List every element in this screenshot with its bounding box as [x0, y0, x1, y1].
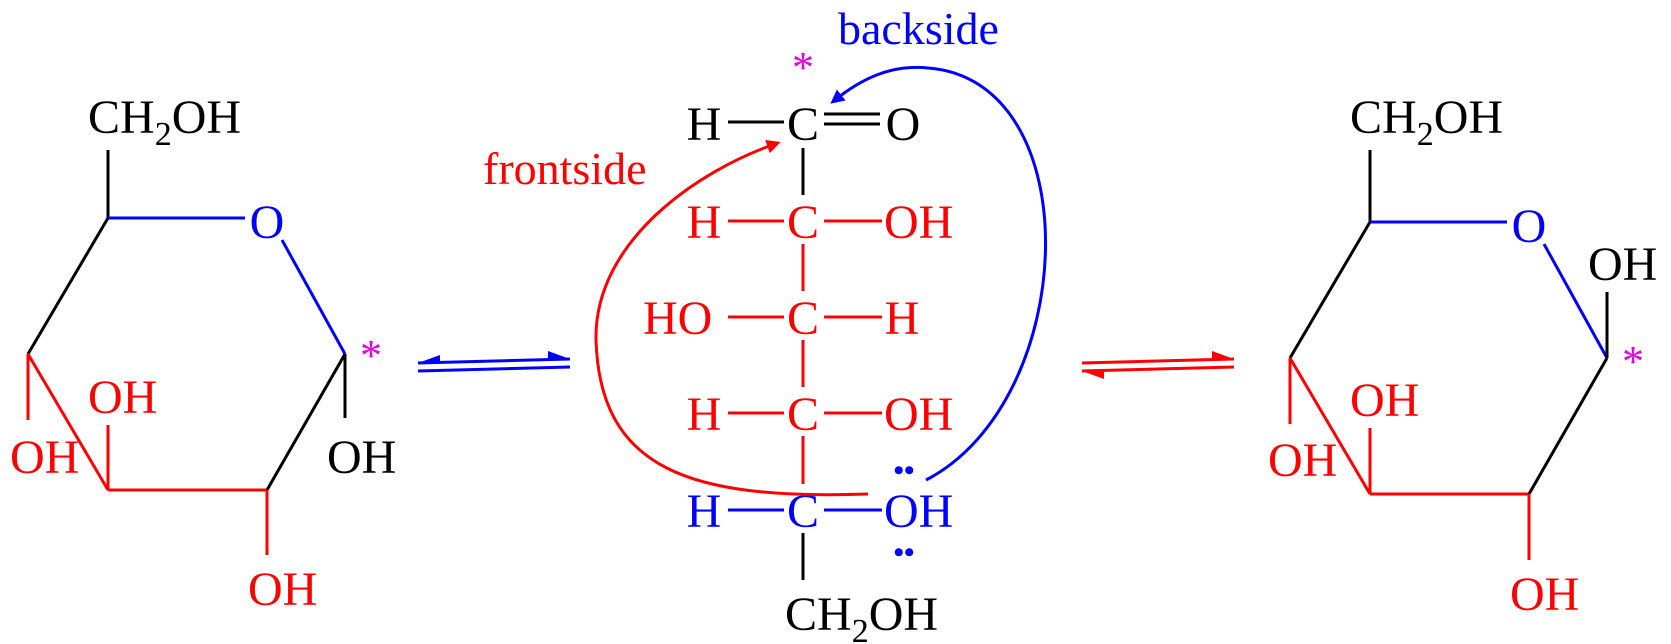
right-arrow-bottom	[1081, 357, 1235, 365]
chain-anomeric-asterisk: *	[792, 43, 814, 92]
c5-oh-lone-pair-top: ••	[893, 454, 914, 487]
c4-h: H	[687, 388, 722, 441]
left-oh-c3: OH	[88, 371, 157, 424]
c3-carbon: C	[787, 292, 819, 345]
right-pyranose: CH2OH O OH * OH OH OH	[1268, 91, 1657, 621]
right-bond-c2-c1	[1527, 357, 1609, 495]
c4-carbon: C	[787, 388, 819, 441]
c3-ho: HO	[643, 292, 712, 345]
right-oh-c4: OH	[1268, 434, 1337, 487]
right-bond-c4-c3	[1288, 357, 1372, 495]
c5-oh-lone-pair-bottom: ••	[893, 536, 914, 569]
c4-oh: OH	[884, 388, 953, 441]
left-arrow-head-right	[548, 351, 570, 359]
left-pyranose: CH2OH O * OH OH OH OH	[10, 91, 396, 616]
right-arrow-top	[1081, 365, 1235, 373]
left-oh-c1: OH	[327, 431, 396, 484]
c1-carbon: C	[787, 98, 819, 151]
c3-h: H	[885, 292, 920, 345]
right-ring-oxygen: O	[1512, 200, 1547, 253]
left-oh-c2: OH	[248, 563, 317, 616]
c5-oh: OH	[884, 485, 953, 538]
c1-h: H	[687, 98, 722, 151]
c1-oxygen: O	[886, 98, 921, 151]
right-arrow-head-right	[1212, 351, 1234, 359]
left-anomeric-asterisk: *	[360, 331, 382, 380]
left-bond-c5-c4	[26, 217, 110, 355]
c2-h: H	[687, 196, 722, 249]
open-chain-glucose: * H C O H C OH HO C H H C OH H C	[643, 43, 953, 644]
right-oh-c2: OH	[1510, 568, 1579, 621]
left-arrow-head-left	[418, 355, 440, 363]
right-oh-c1: OH	[1588, 238, 1657, 291]
chain-ch2oh: CH2OH	[785, 588, 938, 644]
left-arrow-top	[417, 365, 571, 373]
left-bond-c2-c1	[265, 353, 347, 491]
left-bond-o-c1	[280, 239, 347, 355]
backside-arrow	[830, 65, 1047, 482]
right-anomeric-asterisk: *	[1622, 337, 1644, 386]
left-arrow-bottom	[417, 357, 571, 365]
left-ch2oh: CH2OH	[88, 91, 241, 153]
attack-arrows: backside frontside	[483, 3, 1047, 497]
right-equilibrium-arrows	[1081, 351, 1235, 379]
right-bond-c5-c4	[1288, 221, 1372, 359]
c2-carbon: C	[787, 196, 819, 249]
left-ring-oxygen: O	[250, 196, 285, 249]
right-oh-c3: OH	[1350, 374, 1419, 427]
right-bond-o-c1	[1542, 243, 1609, 359]
frontside-label: frontside	[483, 143, 647, 194]
frontside-arrow	[594, 140, 869, 497]
c2-oh: OH	[884, 196, 953, 249]
c5-h: H	[687, 485, 722, 538]
right-arrow-head-left	[1082, 371, 1104, 379]
left-bond-c4-c3	[26, 353, 110, 491]
left-oh-c4: OH	[10, 431, 79, 484]
backside-label: backside	[838, 3, 999, 54]
left-equilibrium-arrows	[417, 351, 571, 373]
right-ch2oh: CH2OH	[1350, 91, 1503, 153]
